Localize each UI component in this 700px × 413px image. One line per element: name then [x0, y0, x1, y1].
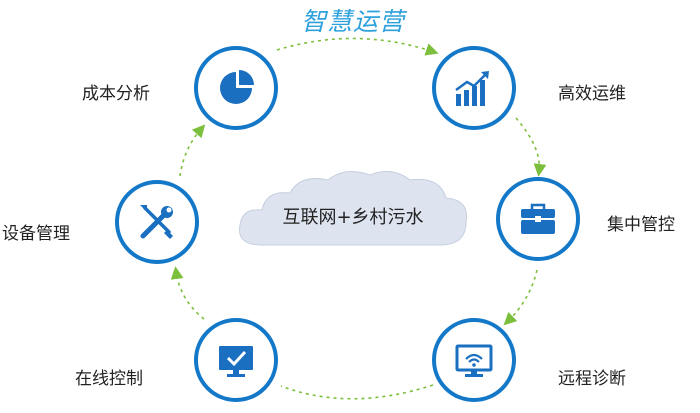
- wifi-monitor-icon: [455, 344, 493, 377]
- arrow-cost-to-ops: [276, 37, 439, 56]
- label-device-management: 设备管理: [2, 224, 70, 244]
- bar-chart-icon: [455, 71, 489, 106]
- toolbox-icon: [521, 203, 555, 234]
- node-cost-analysis: [194, 46, 278, 130]
- monitor-check-icon: [219, 346, 253, 377]
- label-efficient-ops: 高效运维: [558, 84, 626, 104]
- label-central-control: 集中管控: [607, 215, 675, 235]
- node-online-control: [194, 318, 278, 402]
- arrow-ops-to-central: [515, 117, 547, 177]
- arrow-online-to-device: [170, 266, 205, 320]
- arrow-remote-to-online: [280, 384, 434, 400]
- node-remote-diagnosis: [432, 318, 516, 402]
- node-device-management: [115, 180, 199, 264]
- cloud-shape: [238, 170, 468, 246]
- pie-chart-icon: [220, 70, 254, 104]
- node-central-control: [496, 177, 580, 261]
- label-cost-analysis: 成本分析: [82, 84, 150, 104]
- arrow-device-to-cost: [179, 124, 206, 177]
- center-label: 互联网+乡村污水: [282, 207, 424, 228]
- wrench-screwdriver-icon: [140, 205, 173, 239]
- label-remote-diagnosis: 远程诊断: [558, 369, 626, 389]
- label-online-control: 在线控制: [75, 369, 143, 389]
- diagram-title: 智慧运营: [300, 7, 405, 36]
- arrow-central-to-remote: [503, 269, 538, 326]
- node-efficient-ops: [432, 46, 516, 130]
